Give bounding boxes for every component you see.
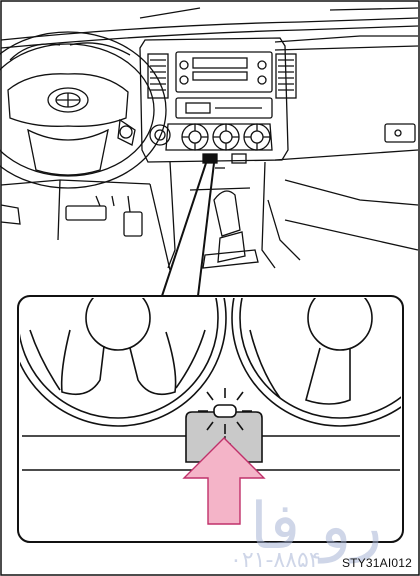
watermark-small: ۰۲۱-۸۸۵۴ [230, 548, 321, 573]
figure-code: STY31AI012 [342, 556, 412, 570]
climate-knob-center [213, 124, 239, 150]
dashboard-overview [0, 8, 418, 270]
climate-knob-left [182, 124, 208, 150]
accelerator-pedal [124, 212, 142, 236]
right-vent-switch [385, 124, 415, 142]
brake-pedal [66, 206, 106, 220]
highlighted-button [203, 154, 217, 163]
callout-leader [162, 163, 214, 296]
climate-knob-right [244, 124, 270, 150]
shift-lever [203, 191, 258, 268]
